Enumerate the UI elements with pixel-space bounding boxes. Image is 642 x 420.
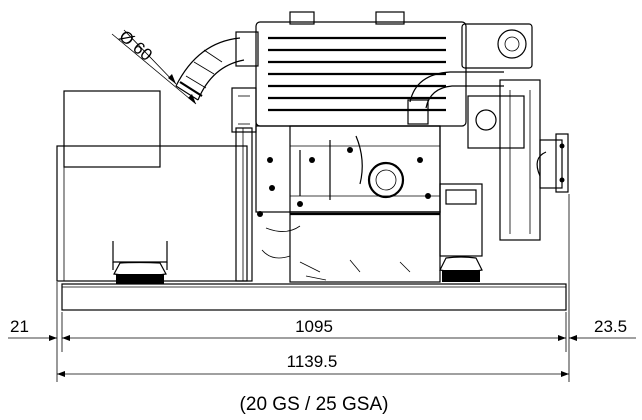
dimension-row-lower: 1139.5 [57,352,569,377]
overall-length-label: 1139.5 [287,352,338,371]
extension-lines [56,194,570,382]
diameter-dimension: Ø 60 [111,27,197,105]
left-offset-label: 21 [10,317,29,336]
pump-assembly [407,23,569,241]
engine-mount [439,183,483,282]
right-offset-label: 23.5 [594,317,627,336]
dimension-row-upper: 21 1095 23.5 [8,317,636,341]
diameter-label: Ø 60 [115,27,155,65]
alternator [56,90,253,284]
model-caption: (20 GS / 25 GSA) [240,394,389,415]
engine-block [231,11,467,283]
exhaust-elbow [175,31,259,101]
base-frame [61,283,567,311]
base-length-label: 1095 [295,317,333,336]
